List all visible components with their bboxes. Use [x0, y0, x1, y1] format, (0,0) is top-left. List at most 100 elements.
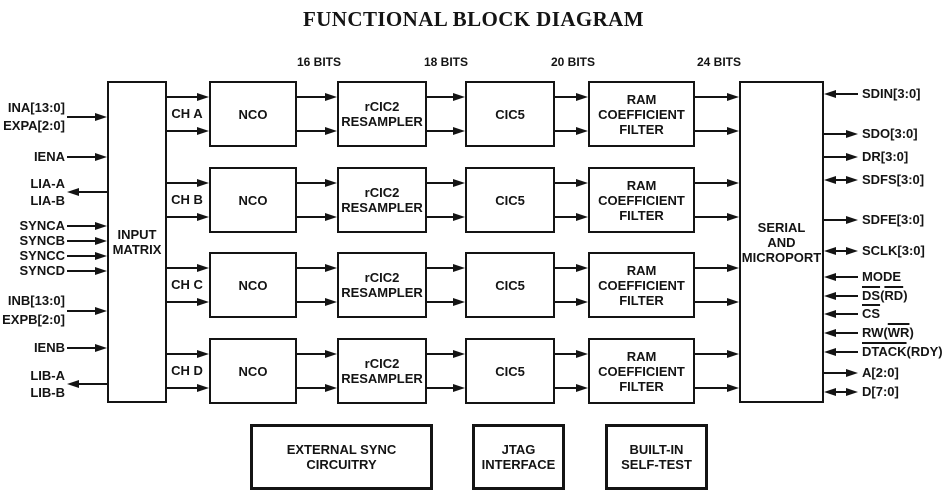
arrow-line	[67, 155, 97, 159]
arrow-line	[297, 95, 327, 99]
a-label: A[2:0]	[862, 365, 899, 380]
arrow-line	[297, 215, 327, 219]
arrow-line	[834, 390, 848, 394]
arrow-head	[453, 212, 465, 221]
pin-label-segment: )	[909, 325, 914, 340]
nco-block-ch-b: NCO	[209, 167, 297, 233]
mode-label: MODE	[862, 269, 901, 284]
arrow-head	[727, 383, 739, 392]
arrow-head	[824, 246, 836, 255]
lia-b-label: LIA-B	[30, 193, 65, 208]
ram-coefficient-filter-block-ch-b: RAM COEFFICIENT FILTER	[588, 167, 695, 233]
arrow-head	[95, 152, 107, 161]
channel-label-ch-c: CH C	[171, 277, 203, 292]
arrow-head	[576, 126, 588, 135]
rcic2-resampler-block-ch-b: rCIC2 RESAMPLER	[337, 167, 427, 233]
arrow-head	[846, 368, 858, 377]
serial-microport-block: SERIAL AND MICROPORT	[739, 81, 824, 403]
iena-label: IENA	[33, 149, 65, 164]
arrow-line	[824, 218, 848, 222]
arrow-head	[453, 349, 465, 358]
arrow-line	[427, 129, 455, 133]
arrow-head	[325, 263, 337, 272]
arrow-line	[167, 215, 199, 219]
arrow-head	[576, 212, 588, 221]
arrow-line	[67, 224, 97, 228]
arrow-line	[167, 352, 199, 356]
arrow-head	[576, 383, 588, 392]
arrow-head	[95, 221, 107, 230]
arrow-head	[325, 297, 337, 306]
arrow-head	[197, 126, 209, 135]
arrow-head	[727, 178, 739, 187]
arrow-head	[824, 89, 836, 98]
pin-label-segment: RW(	[862, 325, 888, 340]
arrow-line	[67, 346, 97, 350]
arrow-head	[576, 263, 588, 272]
diagram-title: FUNCTIONAL BLOCK DIAGRAM	[303, 7, 644, 31]
arrow-head	[576, 297, 588, 306]
arrow-head	[197, 349, 209, 358]
cic5-block-ch-a: CIC5	[465, 81, 555, 147]
arrow-line	[695, 215, 729, 219]
arrow-line	[167, 129, 199, 133]
arrow-line	[67, 254, 97, 258]
ram-coefficient-filter-block-ch-c: RAM COEFFICIENT FILTER	[588, 252, 695, 318]
arrow-line	[427, 215, 455, 219]
expa-2-0-label: EXPA[2:0]	[3, 118, 65, 133]
arrow-head	[67, 187, 79, 196]
arrow-line	[695, 129, 729, 133]
arrow-head	[576, 349, 588, 358]
bit-width-label: 24 BITS	[696, 55, 741, 69]
d-label: D[7:0]	[862, 384, 899, 399]
arrow-head	[824, 175, 836, 184]
arrow-line	[834, 294, 858, 298]
arrow-line	[167, 386, 199, 390]
arrow-head	[846, 129, 858, 138]
synca-label: SYNCA	[19, 218, 65, 233]
arrow-head	[197, 297, 209, 306]
arrow-line	[297, 266, 327, 270]
syncc-label: SYNCC	[19, 248, 65, 263]
pin-label-segment: CS	[862, 306, 881, 321]
rcic2-resampler-block-ch-c: rCIC2 RESAMPLER	[337, 252, 427, 318]
bit-width-label: 20 BITS	[550, 55, 595, 69]
arrow-head	[197, 178, 209, 187]
nco-block-ch-c: NCO	[209, 252, 297, 318]
arrow-head	[576, 92, 588, 101]
arrow-line	[297, 352, 327, 356]
lia-a-label: LIA-A	[30, 176, 65, 191]
arrow-head	[576, 178, 588, 187]
arrow-head	[95, 251, 107, 260]
arrow-line	[695, 181, 729, 185]
built-in-self-test-block: BUILT-IN SELF-TEST	[605, 424, 708, 490]
arrow-head	[197, 212, 209, 221]
cs-label: CS	[862, 306, 880, 322]
nco-block-ch-a: NCO	[209, 81, 297, 147]
arrow-line	[695, 352, 729, 356]
arrow-head	[824, 387, 836, 396]
ram-coefficient-filter-block-ch-d: RAM COEFFICIENT FILTER	[588, 338, 695, 404]
arrow-head	[453, 383, 465, 392]
arrow-line	[695, 266, 729, 270]
arrow-line	[555, 300, 578, 304]
pin-label-segment: WR	[887, 325, 910, 340]
channel-label-ch-d: CH D	[171, 363, 203, 378]
arrow-head	[325, 383, 337, 392]
rcic2-resampler-block-ch-d: rCIC2 RESAMPLER	[337, 338, 427, 404]
arrow-line	[67, 239, 97, 243]
arrow-head	[846, 152, 858, 161]
arrow-head	[824, 347, 836, 356]
arrow-head	[846, 175, 858, 184]
arrow-line	[834, 331, 858, 335]
arrow-line	[297, 181, 327, 185]
arrow-line	[695, 386, 729, 390]
arrow-head	[824, 272, 836, 281]
bit-width-label: 16 BITS	[296, 55, 341, 69]
arrow-line	[427, 181, 455, 185]
arrow-line	[555, 95, 578, 99]
arrow-head	[453, 297, 465, 306]
rcic2-resampler-block-ch-a: rCIC2 RESAMPLER	[337, 81, 427, 147]
arrow-line	[77, 190, 107, 194]
arrow-head	[453, 92, 465, 101]
